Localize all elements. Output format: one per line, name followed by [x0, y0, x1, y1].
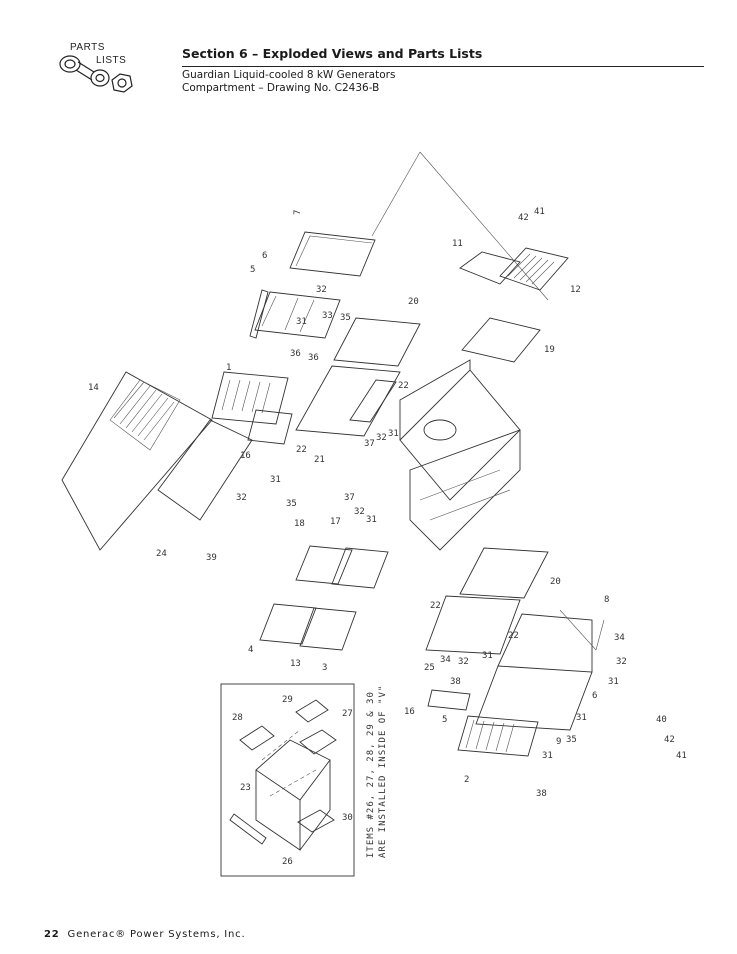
svg-text:42: 42: [518, 213, 529, 223]
svg-text:31: 31: [270, 475, 281, 485]
svg-text:32: 32: [236, 493, 247, 503]
svg-text:9: 9: [556, 737, 561, 747]
svg-text:25: 25: [424, 663, 435, 673]
inset-note-line2: ARE INSTALLED INSIDE OF "V": [378, 684, 388, 858]
svg-text:4: 4: [248, 645, 253, 655]
svg-text:30: 30: [342, 813, 353, 823]
svg-text:38: 38: [536, 789, 547, 799]
svg-text:34: 34: [440, 655, 451, 665]
svg-text:31: 31: [576, 713, 587, 723]
svg-text:2: 2: [464, 775, 469, 785]
svg-text:20: 20: [550, 577, 561, 587]
svg-text:35: 35: [566, 735, 577, 745]
svg-text:29: 29: [282, 695, 293, 705]
logo-label-lists: LISTS: [96, 55, 127, 66]
svg-text:13: 13: [290, 659, 301, 669]
svg-text:22: 22: [296, 445, 307, 455]
svg-text:14: 14: [88, 383, 99, 393]
svg-text:6: 6: [262, 251, 267, 261]
svg-text:40: 40: [656, 715, 667, 725]
logo-label-parts: PARTS: [70, 42, 105, 53]
svg-text:36: 36: [308, 353, 319, 363]
svg-text:33: 33: [322, 311, 333, 321]
svg-text:28: 28: [232, 713, 243, 723]
company-name: Generac® Power Systems, Inc.: [67, 929, 246, 940]
svg-text:6: 6: [592, 691, 597, 701]
svg-text:17: 17: [330, 517, 341, 527]
svg-text:36: 36: [290, 349, 301, 359]
page-footer: 22 Generac® Power Systems, Inc.: [44, 929, 245, 940]
svg-text:37: 37: [364, 439, 375, 449]
svg-text:20: 20: [408, 297, 419, 307]
svg-text:31: 31: [388, 429, 399, 439]
page-number: 22: [44, 929, 60, 940]
svg-text:32: 32: [354, 507, 365, 517]
svg-text:12: 12: [570, 285, 581, 295]
section-title: Section 6 – Exploded Views and Parts Lis…: [182, 46, 483, 61]
svg-text:31: 31: [366, 515, 377, 525]
svg-text:32: 32: [316, 285, 327, 295]
svg-text:18: 18: [294, 519, 305, 529]
svg-text:16: 16: [240, 451, 251, 461]
svg-text:31: 31: [482, 651, 493, 661]
subtitle-drawing-number: Compartment – Drawing No. C2436-B: [182, 82, 380, 94]
svg-text:22: 22: [430, 601, 441, 611]
svg-text:24: 24: [156, 549, 167, 559]
svg-text:22: 22: [398, 381, 409, 391]
svg-text:19: 19: [544, 345, 555, 355]
svg-text:32: 32: [458, 657, 469, 667]
svg-text:5: 5: [442, 715, 447, 725]
svg-text:39: 39: [206, 553, 217, 563]
callout-numbers: 7 6 5 32 31 33 35 36 36 1 16 31 32 35 14…: [88, 207, 687, 867]
svg-text:22: 22: [508, 631, 519, 641]
svg-text:32: 32: [616, 657, 627, 667]
svg-text:27: 27: [342, 709, 353, 719]
svg-text:37: 37: [344, 493, 355, 503]
svg-text:34: 34: [614, 633, 625, 643]
svg-text:31: 31: [542, 751, 553, 761]
svg-text:26: 26: [282, 857, 293, 867]
svg-text:5: 5: [250, 265, 255, 275]
svg-text:31: 31: [296, 317, 307, 327]
svg-text:8: 8: [604, 595, 609, 605]
svg-text:23: 23: [240, 783, 251, 793]
svg-text:7: 7: [293, 210, 303, 215]
svg-text:11: 11: [452, 239, 463, 249]
svg-text:1: 1: [226, 363, 231, 373]
subtitle-generator-model: Guardian Liquid-cooled 8 kW Generators: [182, 69, 396, 81]
svg-text:32: 32: [376, 433, 387, 443]
svg-text:38: 38: [450, 677, 461, 687]
header-rule: [182, 66, 704, 67]
svg-text:41: 41: [534, 207, 545, 217]
svg-text:21: 21: [314, 455, 325, 465]
svg-text:41: 41: [676, 751, 687, 761]
svg-text:3: 3: [322, 663, 327, 673]
svg-text:35: 35: [340, 313, 351, 323]
svg-text:35: 35: [286, 499, 297, 509]
svg-text:31: 31: [608, 677, 619, 687]
svg-text:16: 16: [404, 707, 415, 717]
nut-and-bolt-icon: [59, 55, 133, 93]
page-header: Section 6 – Exploded Views and Parts Lis…: [182, 46, 704, 61]
inset-note-line1: ITEMS #26, 27, 28, 29 & 30: [366, 691, 376, 858]
svg-text:42: 42: [664, 735, 675, 745]
